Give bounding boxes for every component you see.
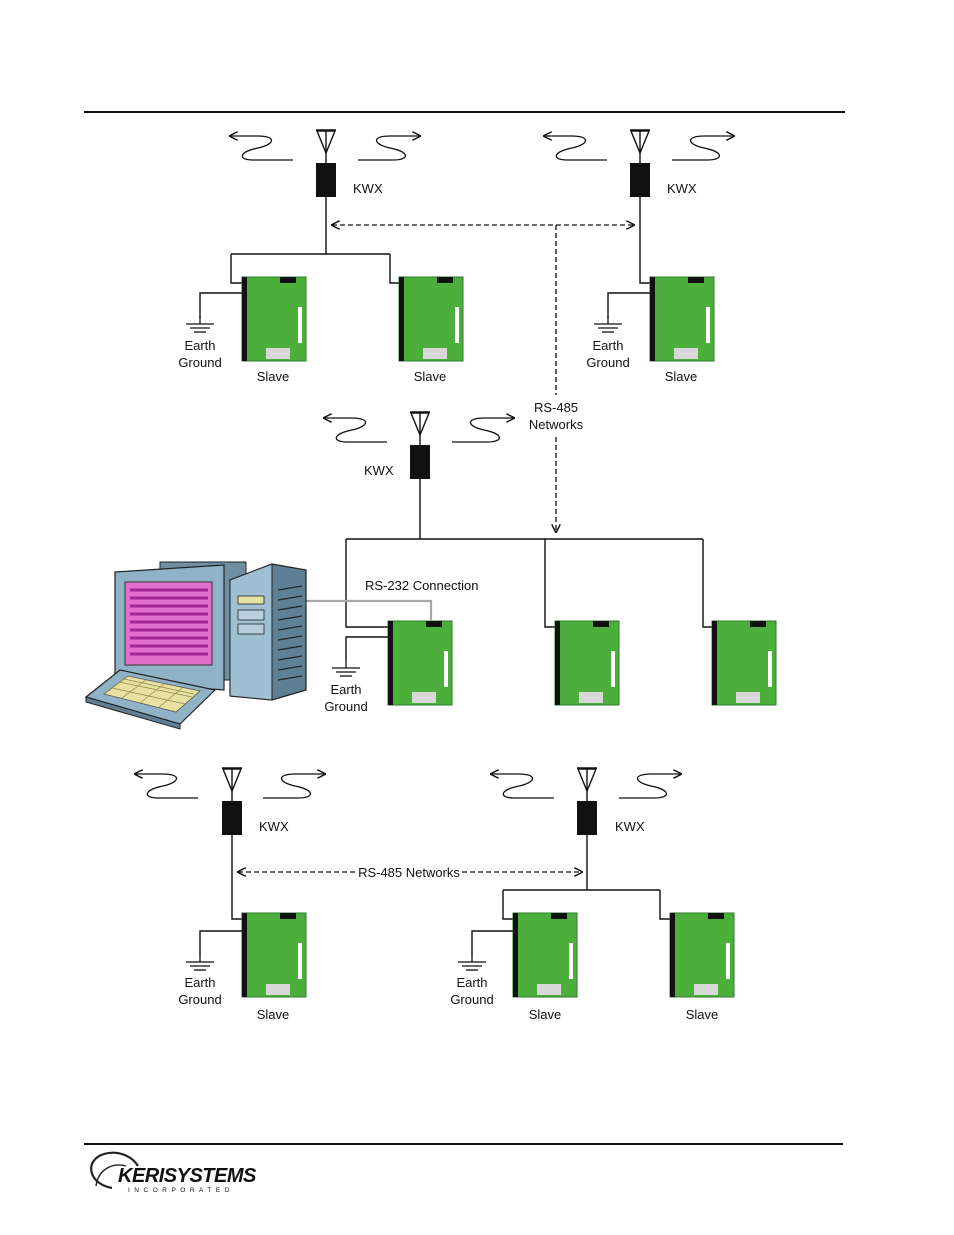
kwx-label: KWX [259, 819, 289, 834]
keri-systems-logo: KERISYSTEMS INCORPORATED [90, 1151, 258, 1194]
kwx-label: KWX [364, 463, 394, 478]
slave-label: Slave [257, 369, 290, 384]
group-top-right: KWX Earth Ground Slave [544, 129, 734, 384]
radio-wave-icon [672, 136, 734, 160]
earth-ground-icon [457, 953, 487, 971]
earth-label: Earth [330, 682, 361, 697]
rs232-cable [305, 599, 433, 621]
radio-wave-icon [135, 774, 198, 798]
slave-board [398, 276, 464, 362]
kwx-label: KWX [353, 181, 383, 196]
kwx-label: KWX [615, 819, 645, 834]
earth-ground-icon [331, 659, 361, 677]
slave-label: Slave [686, 1007, 719, 1022]
slave-board [241, 912, 307, 998]
group-bottom-right: KWX Earth Ground Slave Slave [450, 767, 735, 1022]
radio-wave-icon [230, 136, 293, 160]
earth-label: Earth [456, 975, 487, 990]
slave-board [241, 276, 307, 362]
ground-label: Ground [178, 355, 221, 370]
ground-label: Ground [450, 992, 493, 1007]
kwx-module-icon [409, 411, 431, 480]
kwx-module-icon [221, 767, 243, 836]
radio-wave-icon [491, 774, 554, 798]
controller-board [711, 620, 777, 706]
host-controller-board [387, 620, 453, 706]
controller-board [554, 620, 620, 706]
kwx-module-icon [576, 767, 598, 836]
networks-label: Networks [529, 417, 584, 432]
kwx-module-icon [315, 129, 337, 198]
slave-label: Slave [257, 1007, 290, 1022]
ground-label: Ground [586, 355, 629, 370]
logo-sub-text: INCORPORATED [128, 1187, 234, 1194]
earth-label: Earth [184, 338, 215, 353]
group-top-left: KWX Earth Ground Slave Slave [178, 129, 464, 384]
rs485-label: RS-485 [534, 400, 578, 415]
rs485-networks-label: RS-485 Networks [358, 865, 460, 880]
ground-label: Ground [324, 699, 367, 714]
slave-label: Slave [529, 1007, 562, 1022]
slave-board [512, 912, 578, 998]
logo-main-text: KERISYSTEMS [118, 1165, 257, 1187]
radio-wave-icon [263, 774, 325, 798]
earth-ground-icon [593, 315, 623, 333]
computer-icon [84, 561, 307, 730]
group-host: KWX Earth Ground RS-232 Connection [305, 411, 777, 714]
earth-label: Earth [184, 975, 215, 990]
radio-wave-icon [619, 774, 681, 798]
slave-board [669, 912, 735, 998]
radio-wave-icon [452, 418, 514, 442]
slave-board [649, 276, 715, 362]
slave-label: Slave [414, 369, 447, 384]
group-bottom-left: KWX Earth Ground Slave [135, 767, 325, 1022]
earth-label: Earth [592, 338, 623, 353]
kwx-module-icon [629, 129, 651, 198]
radio-wave-icon [544, 136, 607, 160]
radio-wave-icon [324, 418, 387, 442]
radio-wave-icon [358, 136, 420, 160]
kwx-label: KWX [667, 181, 697, 196]
earth-ground-icon [185, 315, 215, 333]
earth-ground-icon [185, 953, 215, 971]
slave-label: Slave [665, 369, 698, 384]
rs232-label: RS-232 Connection [365, 578, 478, 593]
ground-label: Ground [178, 992, 221, 1007]
